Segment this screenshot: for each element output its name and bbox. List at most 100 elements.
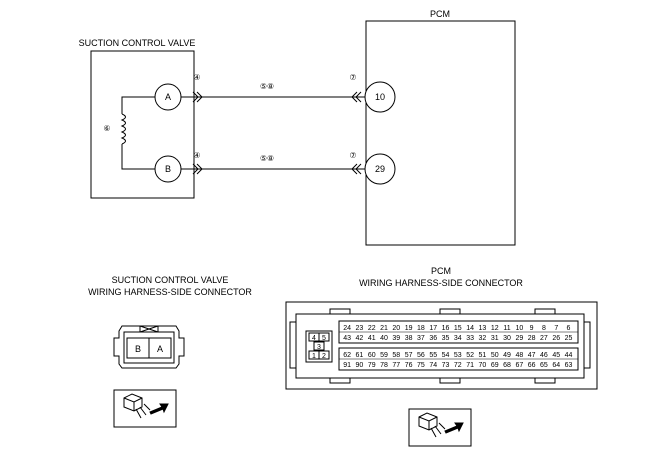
wire-marker-top: ⑤⑧ (260, 82, 274, 91)
coil-marker: ⑥ (103, 124, 110, 133)
pcm-pin-43: 43 (343, 335, 351, 342)
pcm-pin-61: 61 (356, 352, 364, 359)
pcm-box (365, 20, 516, 246)
pcm-pin-54: 54 (442, 352, 450, 359)
valve-marker-b: ④ (193, 151, 200, 160)
pcm-pin-63: 63 (565, 362, 573, 369)
pcm-pin-72: 72 (454, 362, 462, 369)
pcm-pin-51: 51 (479, 352, 487, 359)
pcm-terminal-29-label: 29 (375, 164, 385, 174)
pcm-pin-22: 22 (368, 325, 376, 332)
pcm-pin-55: 55 (429, 352, 437, 359)
pcm-pin-73: 73 (442, 362, 450, 369)
pcm-pin-57: 57 (405, 352, 413, 359)
pcm-pin-45: 45 (552, 352, 560, 359)
pcm-pin-2: 2 (322, 353, 326, 360)
pcm-pin-48: 48 (516, 352, 524, 359)
pcm-pin-13: 13 (479, 325, 487, 332)
pcm-pin-78: 78 (380, 362, 388, 369)
pcm-title: PCM (430, 9, 450, 19)
pcm-connector-view-icon (408, 408, 472, 447)
pcm-terminal-10-label: 10 (375, 92, 385, 102)
valve-connector-title-1: SUCTION CONTROL VALVE (112, 275, 229, 285)
pcm-pin-56: 56 (417, 352, 425, 359)
pcm-pin-35: 35 (442, 335, 450, 342)
pcm-pin-3: 3 (317, 344, 321, 351)
pcm-pin-60: 60 (368, 352, 376, 359)
connector-arrow-pcm-top (351, 91, 362, 103)
pcm-pin-41: 41 (368, 335, 376, 342)
pcm-pin-18: 18 (417, 325, 425, 332)
valve-box (90, 50, 195, 199)
pcm-pin-34: 34 (454, 335, 462, 342)
pcm-pin-37: 37 (417, 335, 425, 342)
pcm-pin-90: 90 (356, 362, 364, 369)
coil-wire-bottom (121, 144, 155, 170)
pcm-pin-49: 49 (503, 352, 511, 359)
coil-wire-top (121, 96, 155, 114)
pcm-pin-5: 5 (322, 335, 326, 342)
pcm-pin-16: 16 (442, 325, 450, 332)
pcm-pin-40: 40 (380, 335, 388, 342)
pcm-pin-71: 71 (466, 362, 474, 369)
pcm-pin-74: 74 (429, 362, 437, 369)
valve-terminal-a-label: A (165, 92, 171, 102)
pcm-pin-68: 68 (503, 362, 511, 369)
pcm-pin-14: 14 (466, 325, 474, 332)
pcm-pin-31: 31 (491, 335, 499, 342)
coil-symbol (120, 113, 126, 145)
pcm-pin-1: 1 (312, 353, 316, 360)
pcm-pin-46: 46 (540, 352, 548, 359)
pcm-pin-36: 36 (429, 335, 437, 342)
pcm-marker-bottom: ⑦ (349, 151, 356, 160)
pcm-pin-19: 19 (405, 325, 413, 332)
valve-terminal-b-label: B (165, 164, 171, 174)
pcm-pin-62: 62 (343, 352, 351, 359)
pcm-pin-9: 9 (530, 325, 534, 332)
connector-arrow-valve-bottom (192, 163, 203, 175)
pcm-connector-title-2: WIRING HARNESS-SIDE CONNECTOR (359, 278, 523, 288)
pcm-small-block (308, 332, 330, 360)
pcm-pin-70: 70 (479, 362, 487, 369)
pcm-pin-44: 44 (565, 352, 573, 359)
connector-arrow-pcm-bottom (351, 163, 362, 175)
wire-marker-bottom: ⑤⑧ (260, 154, 274, 163)
pcm-pin-75: 75 (417, 362, 425, 369)
valve-connector (113, 325, 185, 369)
pcm-pin-17: 17 (429, 325, 437, 332)
valve-connector-pin-a: A (157, 344, 163, 354)
pcm-pin-39: 39 (392, 335, 400, 342)
valve-marker-a: ④ (193, 73, 200, 82)
pcm-pin-6: 6 (567, 325, 571, 332)
pcm-pin-77: 77 (392, 362, 400, 369)
pcm-connector-title-1: PCM (431, 266, 451, 276)
pcm-pin-30: 30 (503, 335, 511, 342)
valve-connector-pin-b: B (135, 344, 141, 354)
pcm-pin-32: 32 (479, 335, 487, 342)
pcm-pin-76: 76 (405, 362, 413, 369)
pcm-pin-47: 47 (528, 352, 536, 359)
pcm-pin-42: 42 (356, 335, 364, 342)
pcm-pin-24: 24 (343, 325, 351, 332)
pcm-pin-25: 25 (565, 335, 573, 342)
pcm-pin-10: 10 (516, 325, 524, 332)
pcm-pin-20: 20 (392, 325, 400, 332)
pcm-pin-29: 29 (516, 335, 524, 342)
pcm-pin-91: 91 (343, 362, 351, 369)
pcm-pin-28: 28 (528, 335, 536, 342)
pcm-pin-52: 52 (466, 352, 474, 359)
pcm-pin-58: 58 (392, 352, 400, 359)
pcm-marker-top: ⑦ (349, 73, 356, 82)
pcm-pin-11: 11 (503, 325, 510, 332)
pcm-pin-27: 27 (540, 335, 548, 342)
valve-connector-title-2: WIRING HARNESS-SIDE CONNECTOR (88, 287, 252, 297)
pcm-pin-66: 66 (528, 362, 536, 369)
valve-title: SUCTION CONTROL VALVE (79, 38, 196, 48)
pcm-pin-69: 69 (491, 362, 499, 369)
pcm-connector-housing (285, 301, 598, 390)
pcm-pin-12: 12 (491, 325, 499, 332)
pcm-pin-59: 59 (380, 352, 388, 359)
pcm-pin-8: 8 (542, 325, 546, 332)
